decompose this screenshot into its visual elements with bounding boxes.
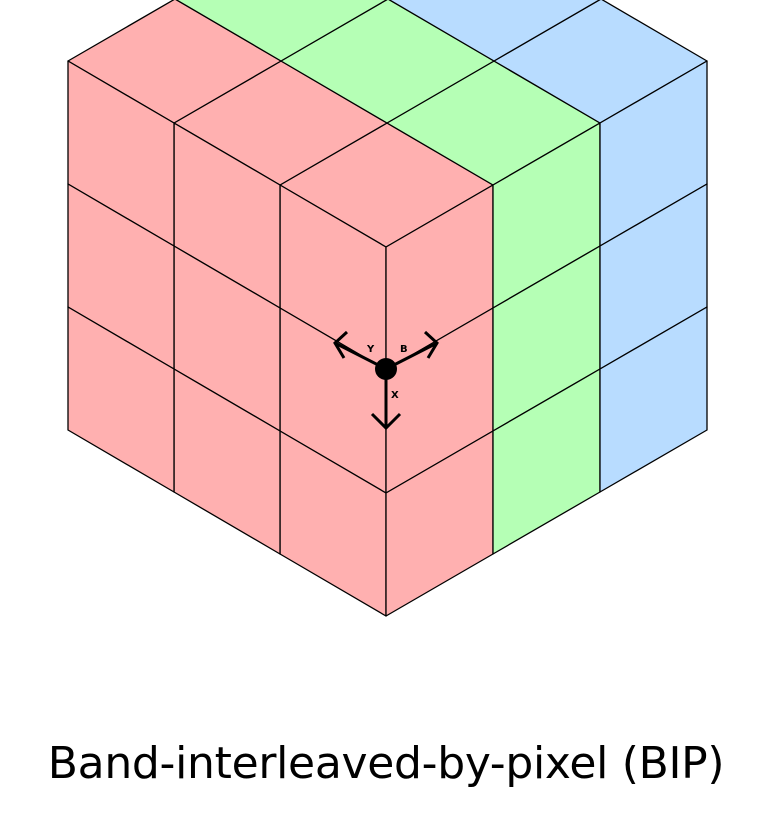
axis-indicator: Y B X [333, 330, 439, 431]
left-face-cell [67, 306, 175, 493]
right-face-cell [599, 306, 708, 493]
cube-faces [67, 0, 708, 617]
top-face-cell [175, 0, 388, 62]
origin-dot [375, 358, 397, 380]
top-face-cell [388, 0, 601, 62]
b-axis-label: B [400, 344, 408, 355]
x-axis-label: X [391, 390, 399, 401]
diagram-caption: Band-interleaved-by-pixel (BIP) [47, 738, 725, 789]
y-axis-label: Y [366, 344, 375, 355]
